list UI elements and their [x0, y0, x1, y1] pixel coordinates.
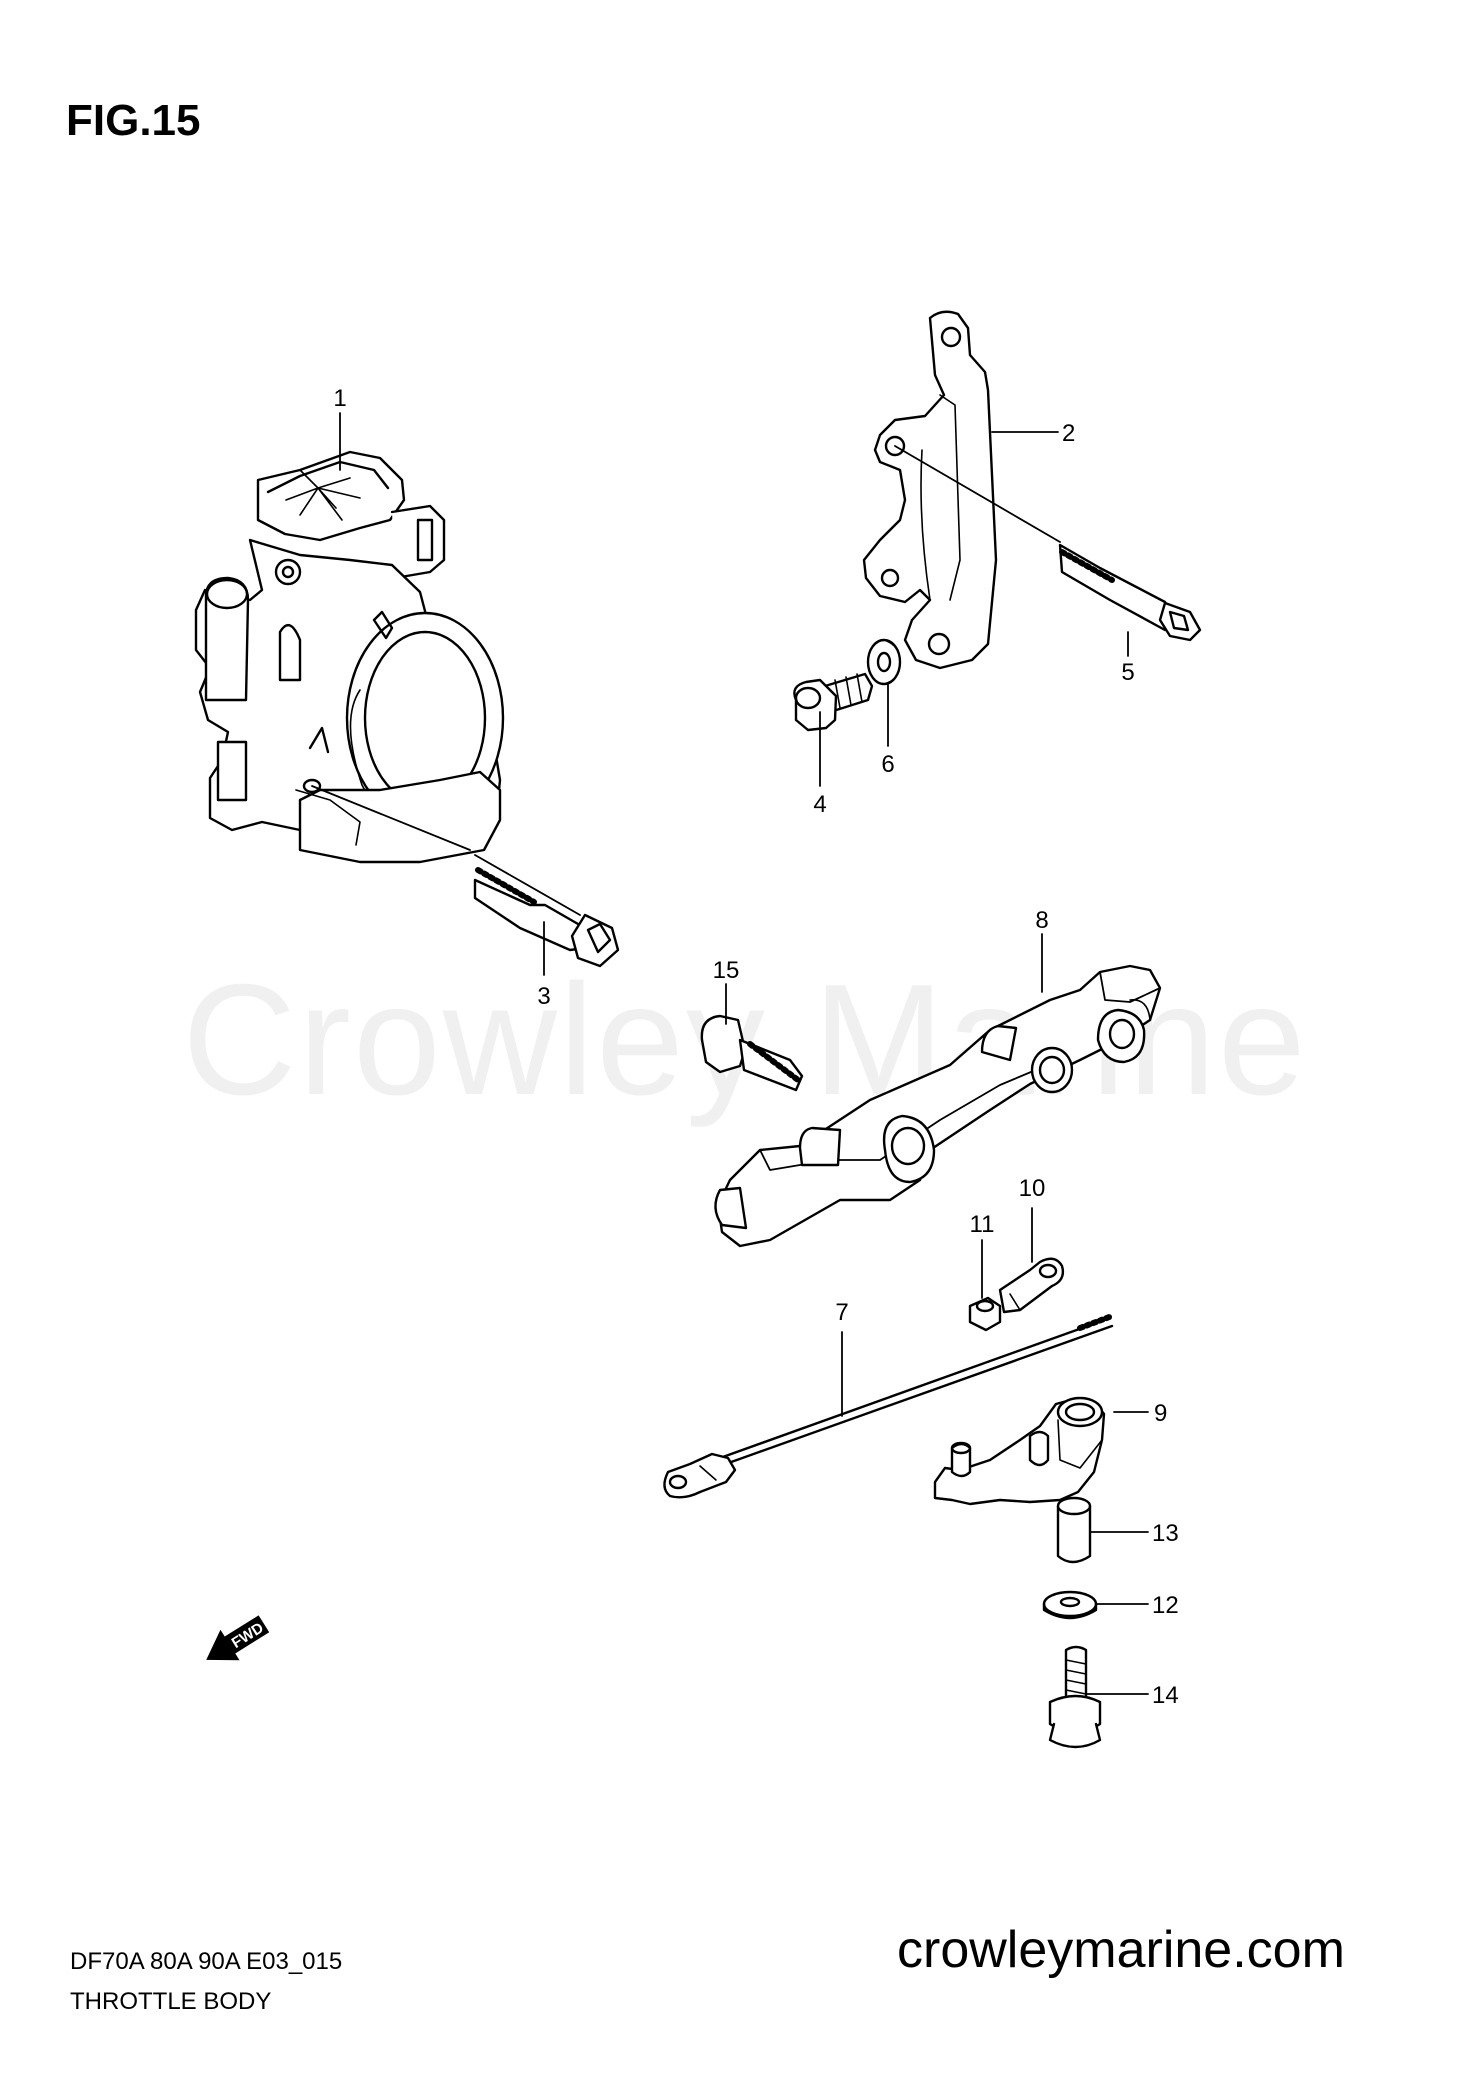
- part-14-bolt: [1048, 1645, 1102, 1749]
- part-4-bolt: [793, 672, 874, 732]
- callout-5: 5: [1121, 659, 1134, 686]
- part-13-collar: [1056, 1496, 1092, 1564]
- figure-title: FIG.15: [66, 96, 201, 145]
- part-9-throttle-lever: [933, 1396, 1106, 1506]
- part-11-nut: [968, 1296, 1002, 1332]
- callout-labels: 1 2 3 4 5 6 7 8 9 10 11 12 13 14 15: [333, 385, 1178, 1709]
- callout-12: 12: [1152, 1592, 1179, 1619]
- part-3-bolt: [473, 854, 620, 968]
- part-15-bolt: [700, 1014, 804, 1092]
- fwd-arrow-icon: FWD: [206, 1615, 270, 1661]
- part-6-washer: [866, 638, 902, 686]
- callout-6: 6: [881, 751, 894, 778]
- callout-13: 13: [1152, 1520, 1179, 1547]
- part-12-washer: [1042, 1590, 1098, 1620]
- part-10-rod-end: [998, 1257, 1065, 1314]
- callout-7: 7: [835, 1299, 848, 1326]
- part-2-bracket: [862, 310, 1061, 670]
- part-8-bracket-arm: [714, 964, 1162, 1248]
- callout-1: 1: [333, 385, 346, 412]
- callout-4: 4: [813, 791, 826, 818]
- callout-15: 15: [713, 957, 740, 984]
- section-name: THROTTLE BODY: [70, 1988, 272, 2015]
- site-url: crowleymarine.com: [897, 1921, 1345, 1979]
- callout-leaders: [339, 412, 1149, 1695]
- callout-3: 3: [537, 983, 550, 1010]
- part-5-bolt: [1058, 543, 1202, 642]
- callout-10: 10: [1019, 1175, 1046, 1202]
- callout-8: 8: [1035, 907, 1048, 934]
- callout-14: 14: [1152, 1682, 1179, 1709]
- callout-9: 9: [1154, 1400, 1167, 1427]
- part-1-throttle-body: [194, 450, 505, 864]
- model-code: DF70A 80A 90A E03_015: [70, 1948, 343, 1975]
- callout-11: 11: [970, 1211, 995, 1238]
- callout-2: 2: [1062, 420, 1075, 447]
- part-7-throttle-rod: [663, 1313, 1115, 1499]
